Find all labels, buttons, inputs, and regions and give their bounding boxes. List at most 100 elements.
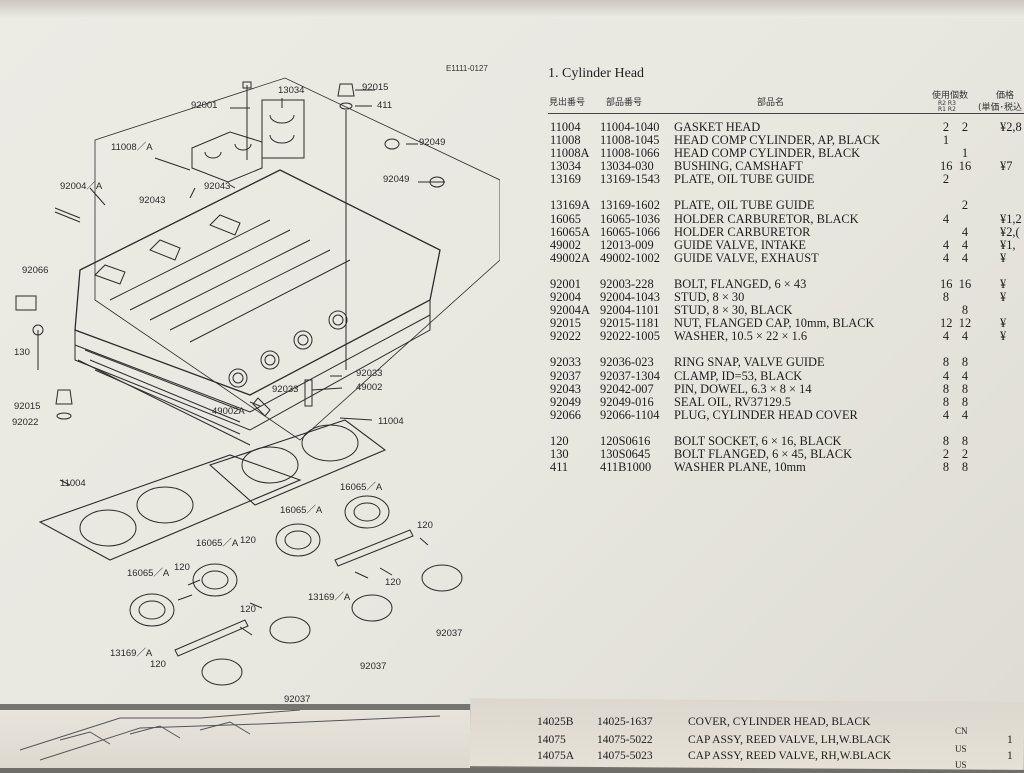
price: ¥2,8 <box>1000 120 1022 134</box>
part-number: 16065-1066 <box>600 224 660 239</box>
qty-model-2: 16 <box>958 276 972 291</box>
qty-model-1: 8 <box>942 433 950 448</box>
diagram-label: 92037 <box>360 661 387 672</box>
diagram-label: 16065／A <box>196 538 239 549</box>
part-number: 92015-1181 <box>600 316 660 331</box>
region-code: US <box>955 744 967 754</box>
part-name: RING SNAP, VALVE GUIDE <box>674 355 825 370</box>
diagram-label: 120 <box>174 562 190 573</box>
diagram-label: 11008／A <box>111 142 153 153</box>
header-qty-models-sub: R1 R2 <box>938 106 956 113</box>
next-page-drawing-fragment <box>0 709 470 768</box>
qty-model-1: 16 <box>940 276 953 291</box>
ref-number: 14025B <box>537 716 574 728</box>
diagram-label: 49002 <box>356 382 383 393</box>
diagram-label: 130 <box>14 347 30 358</box>
part-name: COVER, CYLINDER HEAD, BLACK <box>688 716 871 728</box>
qty-model-1: 2 <box>942 446 950 461</box>
part-number: 11008-1066 <box>600 146 660 161</box>
part-name: BUSHING, CAMSHAFT <box>674 159 803 174</box>
part-number: 11004-1040 <box>600 120 660 134</box>
figure-code: E1111-0127 <box>446 64 488 73</box>
qty-model-1: 16 <box>940 159 953 174</box>
diagram-label: 411 <box>377 100 393 111</box>
part-number: 411B1000 <box>600 460 652 475</box>
diagram-label: 92037 <box>436 628 463 639</box>
diagram-label: 120 <box>417 520 433 531</box>
ref-number: 92001 <box>550 276 581 291</box>
ref-number: 92004 <box>550 290 581 305</box>
diagram-label: 120 <box>240 535 256 546</box>
price: ¥1, <box>1000 237 1016 252</box>
diagram-label: 13169／A <box>308 592 351 603</box>
part-name: PIN, DOWEL, 6.3 × 8 × 14 <box>674 381 812 396</box>
qty-model-2: 4 <box>961 329 969 344</box>
qty-model-2: 8 <box>961 355 969 370</box>
qty-model-1: 4 <box>942 368 950 383</box>
part-number: 120S0616 <box>600 433 651 448</box>
part-name: CAP ASSY, REED VALVE, RH,W.BLACK <box>688 750 892 762</box>
part-number: 92003-228 <box>600 276 654 291</box>
region-code: CN <box>955 726 968 736</box>
part-name: HEAD COMP CYLINDER, AP, BLACK <box>674 133 881 148</box>
region-code: US <box>955 760 967 770</box>
qty-model-2: 2 <box>961 198 969 213</box>
qty-model-2: 2 <box>961 120 969 134</box>
price: ¥ <box>1000 290 1007 305</box>
qty-model-1: 1 <box>942 133 950 148</box>
part-number: 14075-5022 <box>597 734 653 746</box>
part-name: HOLDER CARBURETOR <box>674 224 811 239</box>
ref-number: 11008A <box>550 146 590 161</box>
qty-model-1: 8 <box>942 290 950 305</box>
cylinder-head-drawing <box>15 77 501 686</box>
diagram-label: 92022 <box>12 417 39 428</box>
ref-number: 16065A <box>550 224 590 239</box>
part-number: 92036-023 <box>600 355 654 370</box>
qty-model-2: 2 <box>961 446 969 461</box>
qty-model-2: 8 <box>961 460 969 475</box>
qty-model-1: 8 <box>942 460 950 475</box>
ref-number: 11008 <box>550 133 581 148</box>
header-price-sub: (単価･税込 <box>978 103 1023 113</box>
ref-number: 92043 <box>550 381 581 396</box>
header-rule <box>548 113 1024 114</box>
diagram-label: 92043 <box>139 195 166 206</box>
part-name: PLATE, OIL TUBE GUIDE <box>674 198 815 213</box>
part-name: NUT, FLANGED CAP, 10mm, BLACK <box>674 316 875 331</box>
ref-number: 13034 <box>550 159 581 174</box>
ref-number: 14075A <box>537 750 575 762</box>
part-number: 14025-1637 <box>597 716 653 728</box>
diagram-label: 92033 <box>272 384 299 395</box>
part-name: BOLT FLANGED, 6 × 45, BLACK <box>674 446 853 461</box>
qty-model-2: 8 <box>961 303 969 318</box>
part-name: GUIDE VALVE, INTAKE <box>674 237 806 252</box>
ref-number: 11004 <box>550 120 581 134</box>
page-shadow <box>0 0 1024 18</box>
qty: 1 <box>1007 734 1013 746</box>
diagram-label: 120 <box>385 577 401 588</box>
diagram-label: 16065／A <box>280 505 323 516</box>
part-name: BOLT SOCKET, 6 × 16, BLACK <box>674 433 842 448</box>
ref-number: 130 <box>550 446 569 461</box>
ref-number: 92049 <box>550 394 581 409</box>
header-price: 価格 <box>996 91 1015 101</box>
qty-model-1: 4 <box>942 237 950 252</box>
qty-model-2: 4 <box>961 237 969 252</box>
qty-model-2: 1 <box>961 146 969 161</box>
part-name: PLATE, OIL TUBE GUIDE <box>674 172 815 187</box>
qty-model-2: 4 <box>961 407 969 422</box>
part-number: 92037-1304 <box>600 368 660 383</box>
qty-model-2: 8 <box>961 394 969 409</box>
ref-number: 92037 <box>550 368 581 383</box>
ref-number: 92066 <box>550 407 581 422</box>
